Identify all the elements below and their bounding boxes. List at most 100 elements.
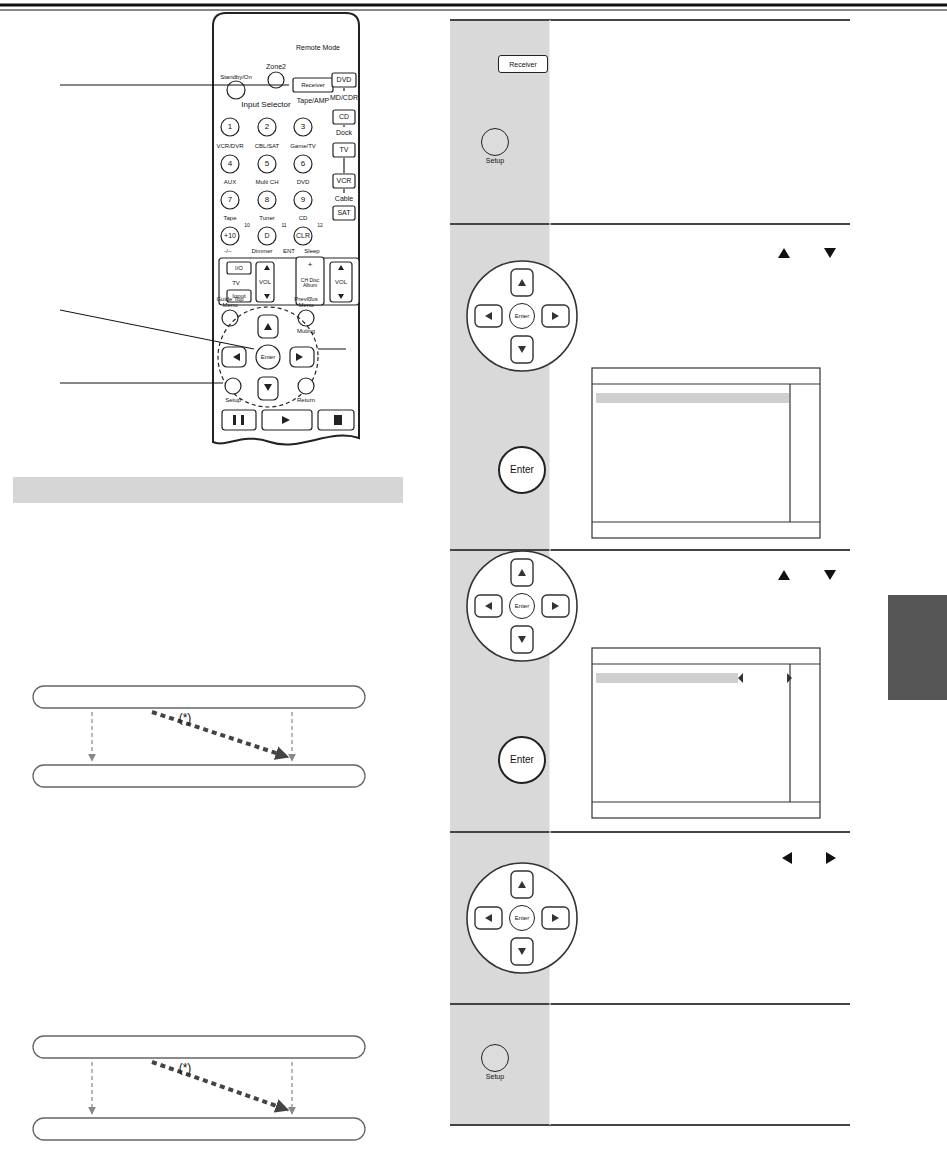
- signal-path-diagram: [33, 765, 365, 787]
- remote-buttons: [221, 227, 239, 245]
- signal-path-diagram: [291, 1062, 292, 1114]
- section-heading-bar: [13, 477, 403, 503]
- chapter-tab: [888, 595, 947, 700]
- chapter-tab: [888, 595, 947, 700]
- button-label: Setup: [225, 397, 241, 403]
- remote-buttons: [258, 118, 276, 136]
- page-rule: [0, 5, 947, 10]
- page-rule: [0, 10, 947, 11]
- remote-body: [213, 13, 359, 444]
- signal-path-diagram: [33, 1118, 365, 1140]
- menu-screen: [592, 383, 820, 384]
- button-label: Multi CH: [255, 179, 278, 185]
- step-panel: [450, 1003, 850, 1005]
- remote-arrow-glyphs: [233, 323, 303, 391]
- button-label: Dimmer: [252, 248, 273, 254]
- button-label: CLR: [296, 232, 310, 239]
- remote-buttons: [258, 191, 276, 209]
- direction-pad: [467, 261, 577, 973]
- remote-buttons: [298, 378, 314, 394]
- leader-line: [60, 85, 346, 383]
- button-label: +: [308, 261, 313, 269]
- button-label: Return: [297, 397, 315, 403]
- leader-line: [60, 85, 289, 86]
- menu-screen: [596, 673, 738, 683]
- button-label: 9: [301, 196, 305, 204]
- button-text: Enter: [515, 313, 529, 319]
- remote-button: Setup: [481, 128, 509, 156]
- button-label: 4: [228, 160, 232, 168]
- remote-button: Enter: [498, 446, 546, 494]
- button-label: Guide Top Menu: [212, 296, 248, 309]
- button-text: Setup: [486, 1073, 504, 1080]
- remote-buttons: [221, 191, 239, 209]
- button-label: +10: [224, 232, 236, 239]
- footnote-marker: (*): [179, 712, 192, 725]
- signal-path-diagram: [152, 712, 288, 757]
- button-label: 8: [265, 196, 269, 204]
- menu-screen: [592, 801, 820, 802]
- step-arrow-glyph: [782, 852, 836, 864]
- signal-path-diagram: [33, 1036, 365, 1058]
- button-label: 3: [301, 123, 305, 131]
- remote-button: Enter: [509, 905, 535, 931]
- button-label: 5: [265, 160, 269, 168]
- signal-path-diagram: [33, 686, 365, 708]
- button-label: I/O: [235, 265, 243, 271]
- direction-pad: [467, 261, 577, 371]
- button-label: VOL: [259, 279, 271, 285]
- button-label: Input Selector: [241, 101, 290, 109]
- remote-arrow-glyphs: [233, 265, 344, 425]
- remote-buttons: [221, 118, 239, 136]
- remote-buttons: [221, 155, 239, 173]
- step-panel: [450, 19, 850, 21]
- remote-buttons: [343, 88, 344, 91]
- button-label: 2: [265, 123, 269, 131]
- signal-path-diagram: [91, 712, 92, 761]
- button-label: VOL: [335, 279, 347, 285]
- step-arrow-glyph: [778, 248, 836, 258]
- remote-buttons: [294, 227, 312, 245]
- menu-screen: [592, 521, 820, 522]
- button-label: 12: [317, 223, 323, 228]
- signal-path-diagram: [91, 1062, 92, 1114]
- button-text: Setup: [486, 157, 504, 164]
- button-label: Previous Menu: [286, 296, 326, 309]
- remote-buttons: [343, 158, 344, 173]
- leader-line: [60, 310, 254, 349]
- button-text: Enter: [510, 755, 534, 765]
- signal-path-diagram: [291, 712, 292, 761]
- footnote-marker: (*): [179, 1062, 192, 1075]
- button-label: Game/TV: [290, 143, 316, 149]
- button-label: D: [264, 232, 269, 239]
- remote-buttons: [218, 72, 359, 430]
- remote-body: [213, 13, 359, 444]
- button-label: 7: [228, 196, 232, 204]
- button-label: Tape/AMP: [297, 97, 329, 104]
- remote-button: Setup: [481, 1044, 509, 1072]
- step-panel: [450, 20, 850, 1125]
- button-label: Sleep: [304, 248, 319, 254]
- button-label: MD/CDR: [330, 94, 358, 101]
- remote-button: Enter: [498, 736, 546, 784]
- section-heading-bar: [13, 477, 403, 503]
- page-rule: [0, 4, 947, 7]
- button-label: CBL/SAT: [255, 143, 280, 149]
- button-label: ENT: [283, 248, 295, 254]
- menu-screen: [592, 368, 820, 538]
- menu-screen: [592, 368, 820, 818]
- menu-screen: [789, 384, 790, 522]
- mode-button: Receiver: [498, 55, 548, 73]
- remote-buttons: [227, 81, 245, 99]
- step-panel: [450, 223, 850, 225]
- button-label: VCR: [337, 177, 352, 184]
- remote-arrow-glyphs: [233, 415, 342, 425]
- remote-buttons: [294, 155, 312, 173]
- button-label: Cable: [335, 195, 353, 202]
- remote-buttons: [256, 262, 274, 302]
- remote-buttons: [343, 125, 344, 127]
- button-label: CD: [339, 113, 349, 120]
- button-text: Enter: [515, 915, 529, 921]
- button-label: Tuner: [259, 215, 274, 221]
